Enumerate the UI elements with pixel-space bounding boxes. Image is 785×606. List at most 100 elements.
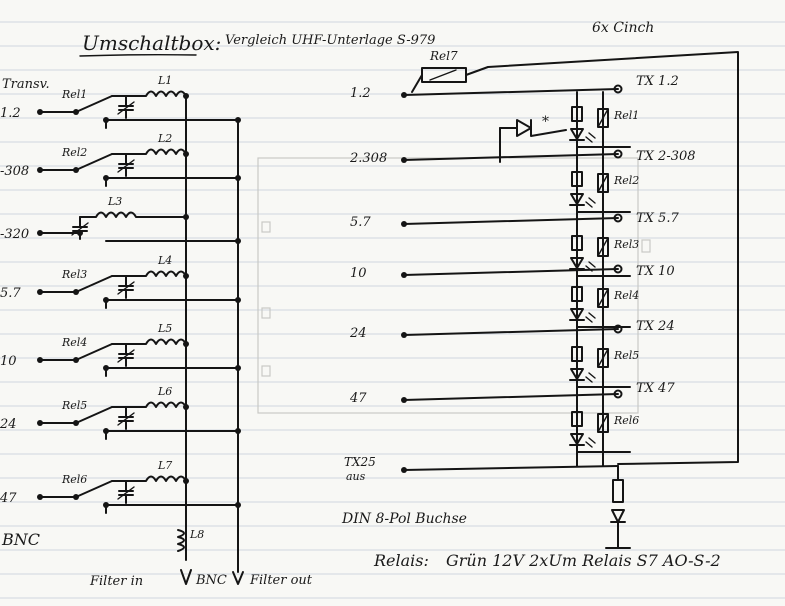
relay-label: Rel5 — [613, 349, 639, 362]
relay-pivot — [73, 109, 79, 115]
relais-label: Relais: — [373, 551, 429, 570]
left-channel-rows: 1.2Rel1L1-308Rel2L2-320L35.7Rel3L410Rel4… — [0, 74, 241, 514]
trimmer-capacitor — [118, 343, 134, 367]
tx-common-label: TX25 — [344, 455, 376, 469]
channel-label: 24 — [0, 417, 17, 432]
led-rays — [585, 437, 596, 448]
diode-symbol — [516, 119, 532, 137]
led-rays — [585, 372, 596, 383]
cinch-return-line — [465, 51, 739, 465]
filter-in-label: Filter in — [89, 574, 143, 589]
relay-label: Rel5 — [61, 399, 87, 412]
right-row: 10 TX 10 Rel4 — [350, 264, 675, 328]
tx-common-node — [401, 467, 407, 473]
trimmer-capacitor — [118, 95, 134, 119]
coil — [111, 90, 187, 97]
relay-label: Rel6 — [613, 414, 639, 427]
transverter-column-label: Transv. — [2, 77, 50, 92]
input-line — [403, 393, 619, 401]
relay-label: Rel4 — [61, 336, 87, 349]
trimmer-arrow — [117, 486, 135, 500]
diode-mark: * — [542, 114, 549, 130]
input-label: 5.7 — [350, 215, 371, 230]
relay-label: Rel1 — [613, 109, 639, 122]
trimmer-capacitor — [118, 406, 134, 430]
left-row: 24 Rel5 L6 — [0, 385, 241, 440]
channel-label: 5.7 — [0, 286, 21, 301]
coil-label: L7 — [157, 459, 172, 472]
tx-label: TX 5.7 — [636, 211, 679, 226]
input-line — [403, 268, 619, 276]
coil-label: L6 — [157, 385, 172, 398]
trimmer-arrow — [117, 349, 135, 363]
coil-label: L5 — [157, 322, 172, 335]
relay-label: Rel2 — [61, 146, 87, 159]
relay-label: Rel1 — [61, 88, 87, 101]
inductor-l8 — [177, 529, 185, 552]
coil-label: L3 — [107, 195, 122, 208]
coil — [111, 475, 187, 482]
relay-pivot — [73, 357, 79, 363]
tx-pin — [613, 213, 623, 223]
left-row: -308 Rel2 L2 — [0, 132, 241, 187]
title-underline — [79, 53, 197, 57]
input-label: 2.308 — [349, 151, 387, 166]
relay-pivot — [73, 167, 79, 173]
relay-label: Rel3 — [613, 238, 639, 251]
tx-label: TX 47 — [636, 381, 675, 396]
indicator-led — [610, 509, 626, 523]
channel-label: -308 — [0, 164, 29, 179]
indicator-ground — [605, 521, 631, 549]
filter-out-label: Filter out — [249, 573, 313, 588]
relay-label: Rel4 — [613, 289, 639, 302]
relay-pivot — [73, 494, 79, 500]
tx-label: TX 2-308 — [636, 149, 696, 164]
rel7-feed — [411, 74, 423, 93]
page-subtitle: Vergleich UHF-Unterlage S-979 — [225, 33, 435, 48]
tx-label: TX 10 — [636, 264, 675, 279]
coil-label: L2 — [157, 132, 172, 145]
input-label: 10 — [350, 266, 367, 281]
tx-common-line — [403, 465, 619, 471]
input-line — [403, 217, 619, 225]
relay-pivot — [73, 420, 79, 426]
input-label: 24 — [349, 326, 367, 341]
tx-common-sub: aus — [346, 470, 366, 483]
rel7-label: Rel7 — [429, 49, 458, 63]
page-title: Umschaltbox: — [82, 31, 221, 55]
led-rays — [585, 197, 596, 208]
input-line — [403, 153, 619, 161]
tx-pin — [613, 264, 623, 274]
coil — [111, 270, 187, 277]
input-label: 1.2 — [350, 86, 371, 101]
tx-pin — [613, 149, 623, 159]
relay-label: Rel3 — [61, 268, 87, 281]
trimmer-arrow — [117, 412, 135, 426]
l8-label: L8 — [189, 528, 204, 541]
trimmer-capacitor — [72, 216, 88, 240]
coil — [111, 401, 187, 408]
trimmer-capacitor — [118, 275, 134, 299]
rel7-contact — [429, 69, 457, 81]
filter-out-arrow — [232, 571, 244, 585]
trimmer-arrow — [117, 159, 135, 173]
coil — [111, 148, 187, 155]
coil — [79, 211, 187, 218]
trimmer-capacitor — [118, 153, 134, 177]
trimmer-arrow — [117, 281, 135, 295]
trimmer-arrow — [117, 101, 135, 115]
led-rays — [585, 132, 596, 143]
tx-pin — [613, 389, 623, 399]
trimmer-capacitor — [118, 480, 134, 504]
led-rays — [585, 312, 596, 323]
